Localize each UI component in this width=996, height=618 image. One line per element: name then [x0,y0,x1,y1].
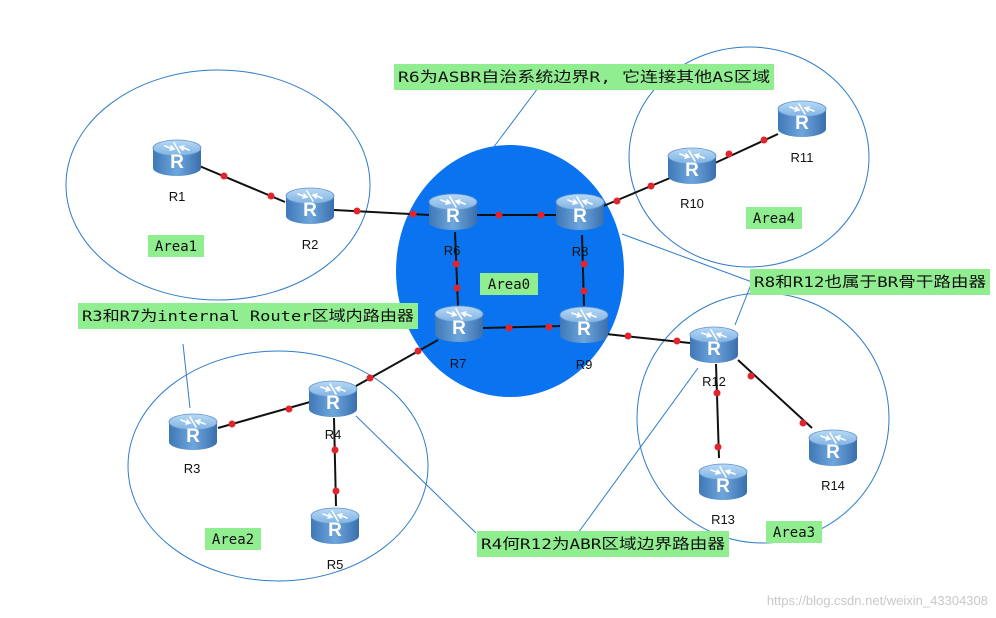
link-dot [331,446,339,454]
area4-boundary [628,46,870,268]
asbr-note-box [394,64,774,90]
router-label-r4: R4 [325,427,342,442]
link-dot [332,487,340,495]
router-r6-icon [428,193,478,231]
link-dot [453,284,461,292]
router-label-r12: R12 [702,374,726,389]
router-r8-icon [555,193,605,231]
router-label-r2: R2 [302,237,319,252]
link-dot [414,347,422,355]
router-labels: R1 R2 R6 R8 R7 R9 R10 R11 R12 R4 R3 R5 R… [169,150,845,572]
link-dot [673,337,681,345]
router-r14-icon [808,429,858,467]
asbr-note: R6为ASBR自治系统边界R, 它连接其他AS区域 [398,68,770,86]
router-r10-icon [667,147,717,185]
backbone-note: R8和R12也属于BR骨干路由器 [754,274,987,291]
abr-note: R4何R12为ABR区域边界路由器 [481,536,726,553]
callout-line-internal [182,343,191,409]
link-dot [285,405,293,413]
router-r5-icon [310,507,360,545]
router-label-r5: R5 [327,557,344,572]
link-dot [409,210,417,218]
router-label-r14: R14 [821,478,845,493]
callout-lines [182,87,753,534]
link-dot [495,211,503,219]
area1-label-box [148,235,204,257]
link-dot [747,372,755,380]
link-dot [580,287,588,295]
link-dot [725,150,733,158]
link-r6-r7 [454,231,459,307]
router-label-r11: R11 [791,150,814,165]
router-label-r9: R9 [576,357,593,372]
internal-note-box [78,303,418,329]
link-dot [366,374,374,382]
link-dot [545,323,553,331]
callout-notes: R6为ASBR自治系统边界R, 它连接其他AS区域 R8和R12也属于BR骨干路… [78,64,990,557]
router-label-r6: R6 [444,243,461,258]
link-dot [714,443,722,451]
router-r3-icon [168,413,218,451]
router-label-r13: R13 [711,512,735,527]
area-labels: Area0 Area1 Area4 Area2 Area3 [148,207,822,550]
router-label-r10: R10 [680,196,704,211]
link-dot [267,192,275,200]
link-dot [353,207,361,215]
router-r9-icon [559,306,609,344]
router-r12-icon [689,326,739,364]
area2-label-box [205,528,261,550]
link-r8-r10 [600,177,671,208]
area0-label-box [480,273,538,295]
link-r10-r11 [714,133,779,164]
router-label-r7: R7 [450,356,467,371]
internal-note: R3和R7为internal Router区域内路由器 [82,308,415,325]
area0-label: Area0 [488,277,530,293]
area3-label: Area3 [773,525,815,541]
link-dot [228,420,236,428]
backbone-note-box [750,269,990,295]
link-dots [220,136,807,495]
router-label-r8: R8 [572,244,589,259]
link-r12-r13 [715,363,720,459]
area2-label: Area2 [212,532,254,548]
link-r12-r14 [737,359,813,429]
router-r2-icon [285,187,335,225]
watermark-text: https://blog.csdn.net/weixin_43304308 [767,593,988,608]
area2-boundary [127,350,429,582]
link-dot [613,197,621,205]
link-dot [624,332,632,340]
link-dot [505,324,513,332]
abr-note-box [477,531,729,557]
router-label-r1: R1 [169,189,186,204]
link-dot [220,172,228,180]
link-dot [452,260,460,268]
router-r4-icon [308,380,358,418]
link-dot [537,211,545,219]
callout-line-abr-r4 [355,415,477,534]
area1-label: Area1 [155,239,197,255]
link-dot [760,136,768,144]
callout-line-backbone-r8 [621,233,753,283]
callout-line-backbone-r12 [734,281,753,326]
callout-line-asbr [492,87,539,149]
router-r7-icon [434,305,484,343]
router-r11-icon [777,100,827,138]
router-label-r3: R3 [184,461,201,476]
area4-label-box [746,207,802,229]
link-dot [647,182,655,190]
link-dot [713,389,721,397]
area4-label: Area4 [753,211,795,227]
router-r13-icon [698,463,748,501]
link-dot [799,419,807,427]
area3-boundary [636,292,890,544]
area3-label-box [766,521,822,543]
router-r1-icon [152,139,202,177]
link-dot [580,260,588,268]
area1-boundary [65,69,371,301]
callout-line-abr-r12 [577,367,699,534]
